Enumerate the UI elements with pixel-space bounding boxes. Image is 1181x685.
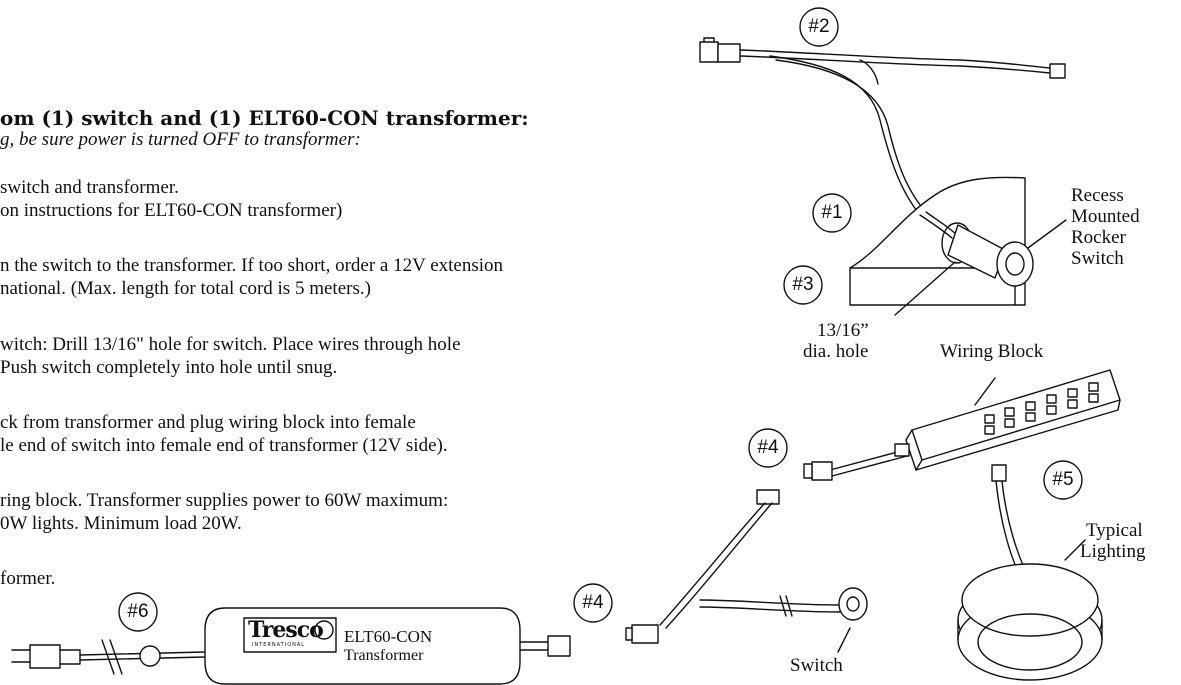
rocker-label-line-2: Mounted bbox=[1071, 206, 1140, 227]
y-cable-drawing bbox=[700, 38, 1065, 215]
transformer-drawing bbox=[12, 608, 570, 684]
step-1-line-2: on instructions for ELT60-CON transforme… bbox=[0, 200, 343, 221]
step-2-line-1: n the switch to the transformer. If too … bbox=[0, 255, 504, 276]
step-4-line-2: le end of switch into female end of tran… bbox=[0, 435, 448, 456]
switch-label: Switch bbox=[790, 655, 843, 676]
section-heading: om (1) switch and (1) ELT60-CON transfor… bbox=[0, 106, 529, 130]
lighting-puck-drawing bbox=[958, 465, 1102, 680]
callout-5: #5 bbox=[1052, 469, 1074, 490]
hole-label-line-2: dia. hole bbox=[803, 341, 869, 362]
rocker-label-line-4: Switch bbox=[1071, 248, 1124, 269]
wiring-block-label: Wiring Block bbox=[940, 341, 1044, 362]
switch-cable-drawing bbox=[626, 490, 867, 652]
callout-circle-2 bbox=[799, 7, 839, 47]
step-5-line-2: 0W lights. Minimum load 20W. bbox=[0, 513, 242, 534]
callout-circle-3 bbox=[783, 265, 823, 305]
callout-2: #2 bbox=[808, 16, 830, 37]
step-3-line-2: Push switch completely into hole until s… bbox=[0, 357, 338, 378]
lighting-label-line-1: Typical bbox=[1086, 520, 1143, 541]
step-1-line-1: switch and transformer. bbox=[0, 177, 179, 198]
hole-label-line-1: 13/16” bbox=[817, 320, 869, 341]
transformer-model-label: ELT60-CON bbox=[344, 627, 433, 646]
callout-1: #1 bbox=[821, 202, 843, 223]
tresco-logo-subtext: INTERNATIONAL bbox=[252, 642, 306, 648]
tresco-logo bbox=[244, 618, 336, 652]
section-subheading: g, be sure power is turned OFF to transf… bbox=[0, 129, 361, 150]
step-2-line-2: national. (Max. length for total cord is… bbox=[0, 278, 371, 299]
callout-4b: #4 bbox=[582, 592, 604, 613]
rocker-label-line-1: Recess bbox=[1071, 185, 1124, 206]
recess-panel-drawing bbox=[850, 177, 1066, 315]
transformer-word-label: Transformer bbox=[344, 647, 424, 664]
lighting-label-line-2: Lighting bbox=[1080, 541, 1146, 562]
callout-circle-1 bbox=[812, 193, 852, 233]
callout-circle-5 bbox=[1043, 460, 1083, 500]
callout-circle-4b bbox=[573, 583, 613, 623]
wiring-block-sockets bbox=[985, 383, 1098, 434]
callout-6: #6 bbox=[127, 601, 149, 622]
callout-3: #3 bbox=[792, 274, 814, 295]
step-6-line-1: former. bbox=[0, 568, 56, 589]
rocker-label-line-3: Rocker bbox=[1071, 227, 1126, 248]
callout-circle-6 bbox=[118, 592, 158, 632]
callout-4a: #4 bbox=[757, 437, 779, 458]
tresco-logo-text: Tresco bbox=[248, 617, 324, 643]
step-5-line-1: ring block. Transformer supplies power t… bbox=[0, 490, 449, 511]
callout-circle-4a bbox=[748, 428, 788, 468]
step-3-line-1: witch: Drill 13/16" hole for switch. Pla… bbox=[0, 334, 461, 355]
step-4-line-1: ck from transformer and plug wiring bloc… bbox=[0, 412, 416, 433]
